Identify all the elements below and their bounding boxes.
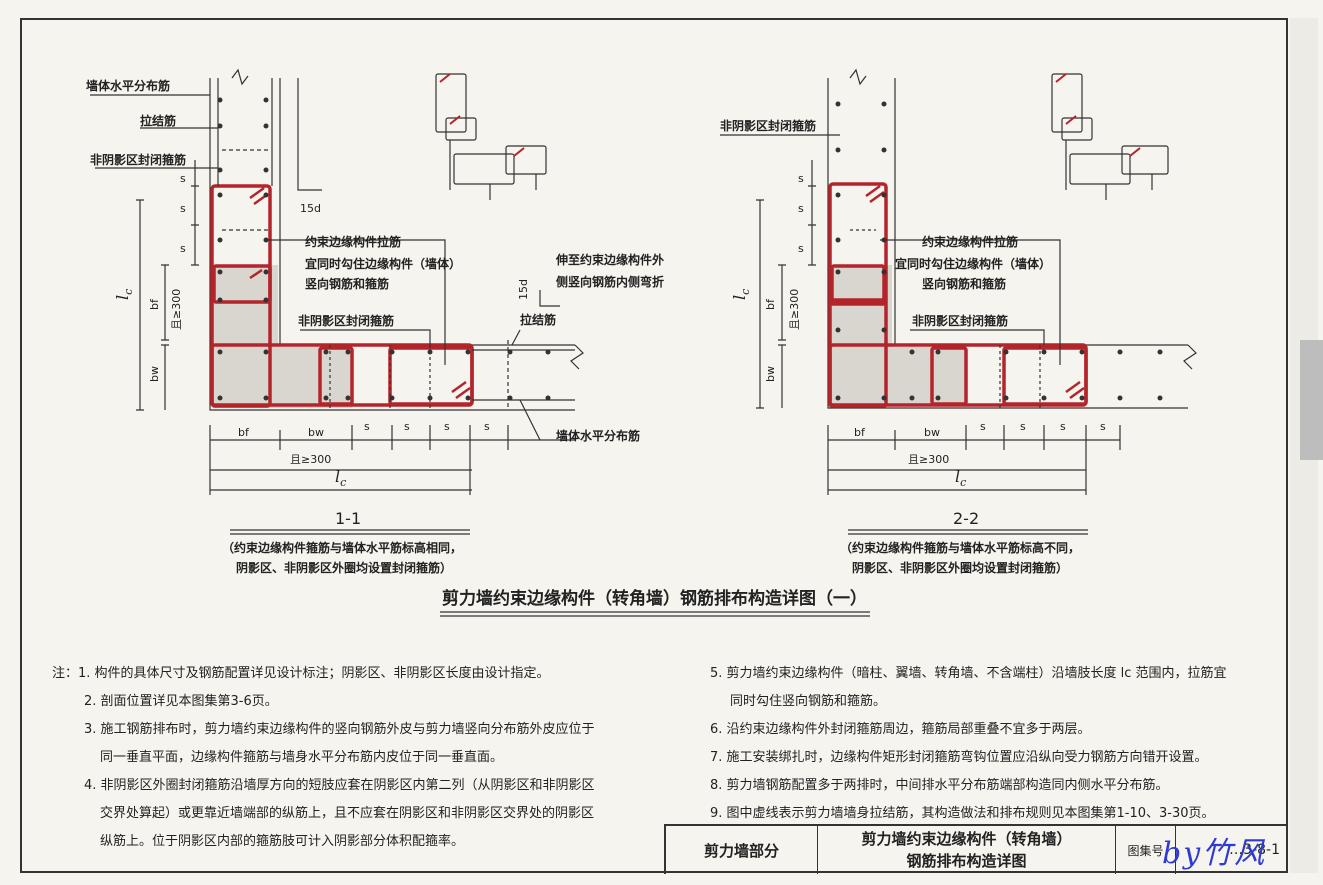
- note-2: 2. 剖面位置详见本图集第3-6页。: [84, 694, 278, 709]
- caption-right-1: （约束边缘构件箍筋与墙体水平筋标高不同，: [840, 540, 1080, 555]
- note-4-cont1: 交界处算起）或更靠近墙端部的纵筋上，且不应套在阴影区和非阴影区交界处的阴影区: [100, 806, 595, 821]
- dim-lc-horizontal-r: lc: [955, 467, 966, 489]
- tb-atlas-label: 图集号: [1116, 826, 1176, 874]
- label-extend-2: 侧竖向钢筋内侧弯折: [556, 274, 664, 289]
- note-3-cont: 同一垂直平面，边缘构件箍筋与墙身水平分布筋内皮位于同一垂直面。: [100, 750, 504, 765]
- detail-left: [90, 68, 584, 495]
- label-wall-horiz-rebar-bottom: 墙体水平分布筋: [556, 428, 640, 443]
- notes-prefix: 注：: [52, 666, 79, 681]
- notes-right: 5. 剪力墙约束边缘构件（暗柱、翼墙、转角墙、不含端柱）沿墙肢长度 lc 范围内…: [710, 660, 1227, 828]
- caption-right-2: 阴影区、非阴影区外圈均设置封闭箍筋）: [852, 560, 1068, 575]
- label-tie: 拉结筋: [140, 113, 176, 128]
- dim-bw: bw: [148, 366, 161, 382]
- dim-15d-top: 15d: [300, 202, 321, 215]
- dim-bw: bw: [924, 426, 940, 439]
- dim-s: s: [798, 172, 804, 185]
- dim-s: s: [180, 242, 186, 255]
- edge-tab: [1300, 340, 1323, 460]
- label-tie-constrained-3: 竖向钢筋和箍筋: [305, 276, 389, 291]
- main-title: 剪力墙约束边缘构件（转角墙）钢筋排布构造详图（一）: [442, 588, 867, 609]
- dim-min300: 且≥300: [290, 453, 331, 466]
- note-1: 1. 构件的具体尺寸及钢筋配置详见设计标注；阴影区、非阴影区长度由设计指定。: [78, 666, 550, 681]
- caption-left-1: （约束边缘构件箍筋与墙体水平筋标高相同，: [222, 540, 462, 555]
- note-6: 6. 沿约束边缘构件外封闭箍筋周边，箍筋局部重叠不宜多于两层。: [710, 722, 1091, 737]
- note-5-cont: 同时勾住竖向钢筋和箍筋。: [730, 694, 887, 709]
- dim-15d-right: 15d: [517, 279, 530, 300]
- dim-s: s: [404, 420, 410, 433]
- label-tie-right: 拉结筋: [520, 312, 556, 327]
- dim-s: s: [180, 202, 186, 215]
- section-label-left: 1-1: [335, 509, 361, 528]
- dim-s: s: [1100, 420, 1106, 433]
- dim-s: s: [798, 242, 804, 255]
- caption-left-2: 阴影区、非阴影区外圈均设置封闭箍筋）: [236, 560, 452, 575]
- dim-bf: bf: [764, 298, 777, 310]
- long-bars-left: [217, 97, 551, 401]
- dim-lc-vertical-r: lc: [730, 289, 752, 300]
- note-4: 4. 非阴影区外圈封闭箍筋沿墙厚方向的短肢应套在阴影区内第二列（从阴影区和非阴影…: [84, 778, 595, 793]
- label-extend-1: 伸至约束边缘构件外: [555, 252, 664, 267]
- long-bars-right: [835, 101, 1163, 401]
- hoop-hooks-right: [865, 184, 1085, 400]
- closed-hoops-right: [828, 182, 1088, 408]
- section-underlines: [230, 529, 1088, 617]
- dim-bw: bw: [764, 366, 777, 382]
- label-non-shadow-hoop-2-r: 非阴影区封闭箍筋: [912, 313, 1008, 328]
- dim-min300: 且≥300: [908, 453, 949, 466]
- dim-s: s: [364, 420, 370, 433]
- dim-s: s: [180, 172, 186, 185]
- dim-bf: bf: [148, 298, 161, 310]
- note-4-cont2: 纵筋上。位于阴影区内部的箍筋肢可计入阴影部分体积配箍率。: [100, 834, 465, 849]
- dim-s: s: [444, 420, 450, 433]
- tb-atlas-no: …3-8-1: [1229, 842, 1280, 858]
- label-tie-constrained-3-r: 竖向钢筋和箍筋: [922, 276, 1006, 291]
- tb-section: 剪力墙部分: [666, 826, 818, 874]
- dim-bw: bw: [308, 426, 324, 439]
- dim-s: s: [1020, 420, 1026, 433]
- label-non-shadow-hoop: 非阴影区封闭箍筋: [90, 152, 186, 167]
- label-tie-constrained-2-r: 宜同时勾住边缘构件（墙体）: [895, 256, 1051, 271]
- label-non-shadow-hoop-r: 非阴影区封闭箍筋: [720, 118, 816, 133]
- watermark: by竹风: [1162, 836, 1267, 871]
- note-9: 9. 图中虚线表示剪力墙墙身拉结筋，其构造做法和排布规则见本图集第1-10、3-…: [710, 806, 1215, 821]
- tb-title: 剪力墙约束边缘构件（转角墙） 钢筋排布构造详图: [818, 826, 1116, 874]
- dim-min300: 且≥300: [170, 289, 183, 330]
- hoop-iso-right: [1051, 73, 1169, 200]
- dim-s: s: [1060, 420, 1066, 433]
- label-wall-horiz-rebar-top: 墙体水平分布筋: [86, 78, 170, 93]
- label-tie-constrained-1: 约束边缘构件拉筋: [305, 234, 401, 249]
- note-5: 5. 剪力墙约束边缘构件（暗柱、翼墙、转角墙、不含端柱）沿墙肢长度 lc 范围内…: [710, 666, 1227, 681]
- detail-right: [720, 68, 1197, 495]
- section-label-right: 2-2: [953, 509, 979, 528]
- dim-s: s: [980, 420, 986, 433]
- dim-s: s: [798, 202, 804, 215]
- title-block: 剪力墙部分 剪力墙约束边缘构件（转角墙） 钢筋排布构造详图 图集号 …3-8-1: [664, 824, 1286, 874]
- tb-title-line1: 剪力墙约束边缘构件（转角墙）: [861, 830, 1072, 848]
- tb-title-line2: 钢筋排布构造详图: [906, 852, 1027, 870]
- label-tie-constrained-2: 宜同时勾住边缘构件（墙体）: [305, 256, 461, 271]
- notes-left: 注：1. 构件的具体尺寸及钢筋配置详见设计标注；阴影区、非阴影区长度由设计指定。…: [52, 660, 595, 856]
- dim-min300: 且≥300: [788, 289, 801, 330]
- dim-lc-vertical: lc: [113, 289, 135, 300]
- drawing-frame: [20, 18, 1288, 873]
- note-3: 3. 施工钢筋排布时，剪力墙约束边缘构件的竖向钢筋外皮与剪力墙竖向分布筋外皮应位…: [84, 722, 595, 737]
- dim-bf: bf: [238, 426, 250, 439]
- note-7: 7. 施工安装绑扎时，边缘构件矩形封闭箍筋弯钩位置应沿纵向受力钢筋方向错开设置。: [710, 750, 1208, 765]
- hoop-iso-left: [435, 73, 547, 200]
- dim-lc-horizontal: lc: [335, 467, 346, 489]
- label-tie-constrained-1-r: 约束边缘构件拉筋: [922, 234, 1018, 249]
- label-non-shadow-hoop-2: 非阴影区封闭箍筋: [298, 313, 394, 328]
- note-8: 8. 剪力墙钢筋配置多于两排时，中间排水平分布筋端部构造同内侧水平分布筋。: [710, 778, 1169, 793]
- dim-s: s: [484, 420, 490, 433]
- dim-bf: bf: [854, 426, 866, 439]
